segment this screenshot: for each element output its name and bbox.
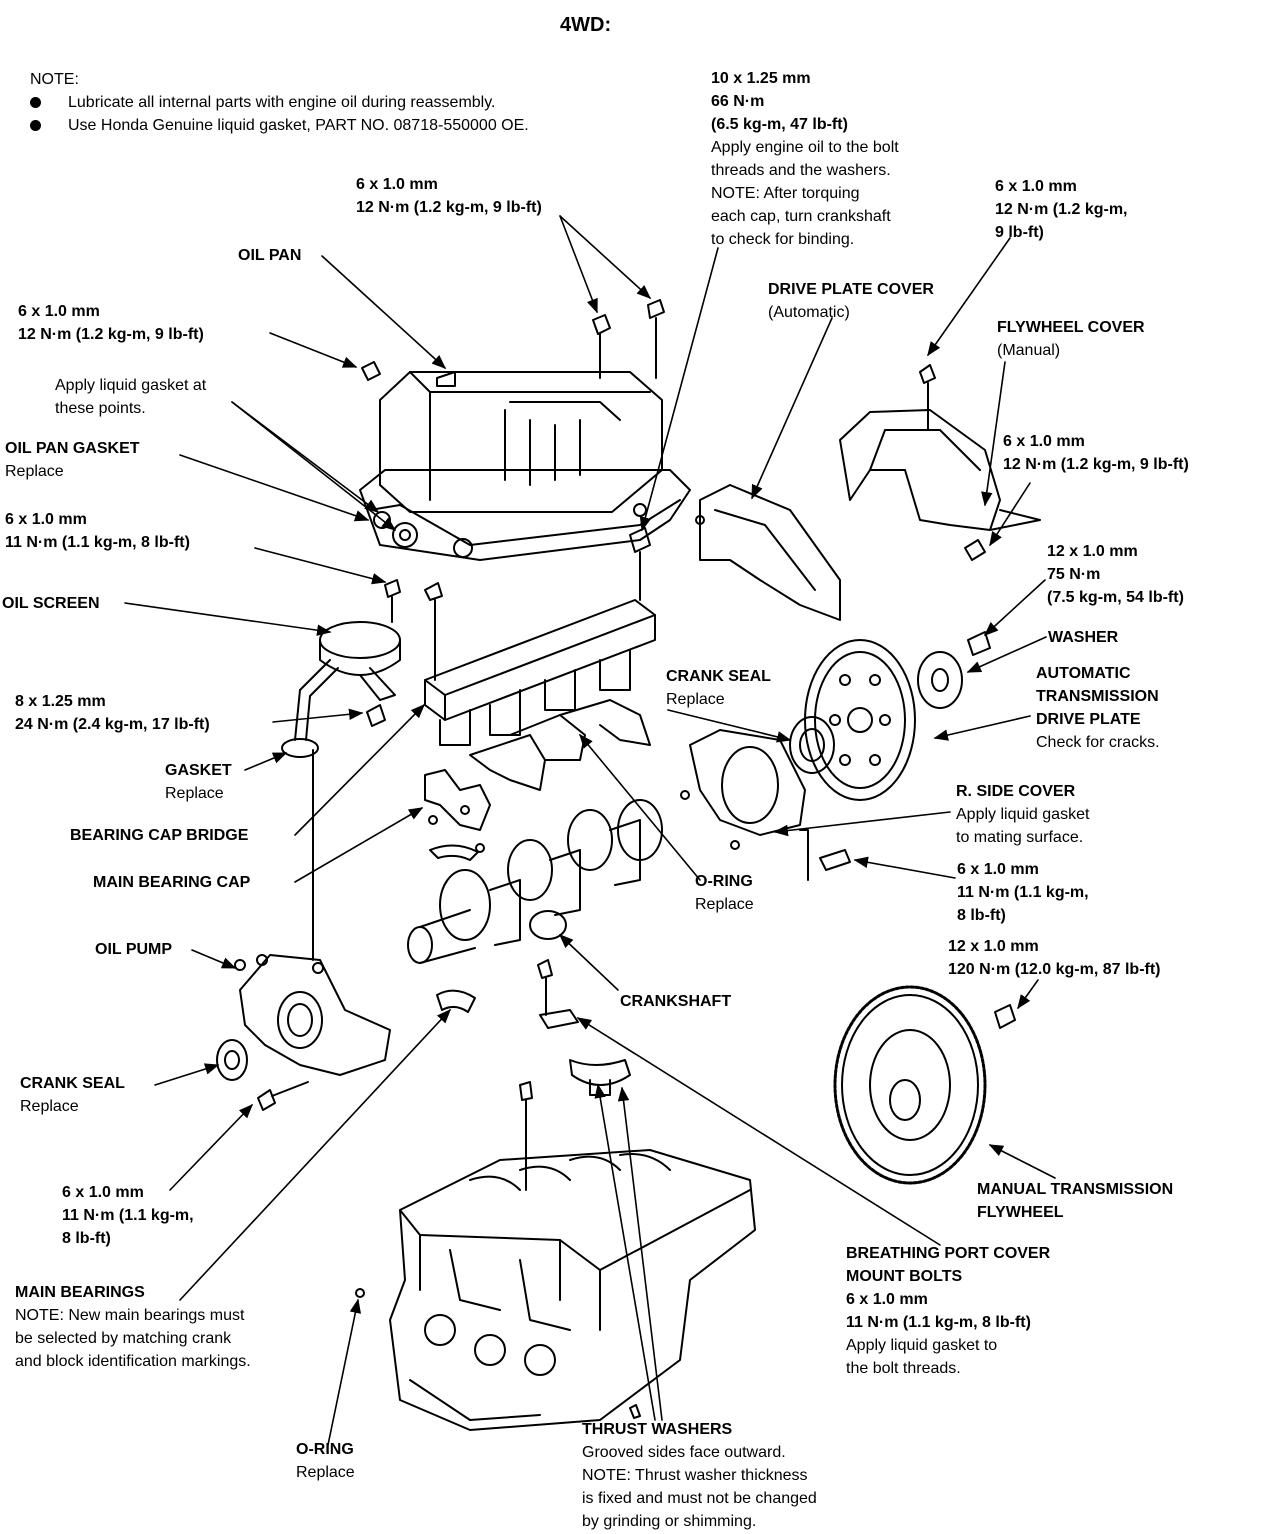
oil-screen-illustration	[281, 579, 401, 758]
cylinder-block-illustration	[389, 1149, 756, 1431]
note-item: Use Honda Genuine liquid gasket, PART NO…	[30, 114, 529, 137]
label-bearing-cap-bridge: BEARING CAP BRIDGE	[70, 827, 249, 844]
manual-flywheel-illustration	[833, 985, 1016, 1185]
label-washer: WASHER	[1048, 629, 1119, 646]
label-oil-pump: OIL PUMP	[95, 941, 173, 958]
oil-pan-illustration	[359, 371, 691, 561]
crankshaft-illustration	[407, 799, 663, 964]
label-crankshaft: CRANKSHAFT	[620, 993, 732, 1010]
label-oil-screen: OIL SCREEN	[2, 595, 100, 612]
r-side-cover-illustration	[680, 729, 851, 881]
note-heading: NOTE:	[30, 71, 79, 88]
thrust-washers-illustration	[569, 1059, 631, 1096]
washer-illustration	[917, 651, 963, 709]
general-note: NOTE: Lubricate all internal parts with …	[30, 68, 529, 137]
leader-lines	[124, 215, 1056, 1446]
flywheel-cover-illustration	[839, 364, 1041, 561]
diagram-title: 4WD:	[560, 14, 612, 36]
label-main-bearing-cap: MAIN BEARING CAP	[93, 874, 251, 891]
note-item: Lubricate all internal parts with engine…	[30, 91, 529, 114]
crank-seal-left-illustration	[216, 1039, 248, 1081]
crank-seal-right-illustration	[789, 716, 835, 774]
label-drive-plate-cover: DRIVE PLATE COVER(Automatic)	[768, 281, 934, 321]
label-flywheel-cover: FLYWHEEL COVER(Manual)	[997, 319, 1145, 359]
drive-plate-illustration	[804, 631, 991, 801]
bullet-icon	[30, 97, 41, 108]
bearing-cap-bridge-illustration	[424, 582, 656, 746]
oil-pump-illustration	[234, 749, 391, 1111]
bullet-icon	[30, 120, 41, 131]
label-oil-pan: OIL PAN	[238, 247, 302, 264]
drive-plate-cover-illustration	[695, 484, 841, 621]
fasteners	[355, 1288, 641, 1419]
main-bearing-cap-illustration	[424, 699, 651, 861]
